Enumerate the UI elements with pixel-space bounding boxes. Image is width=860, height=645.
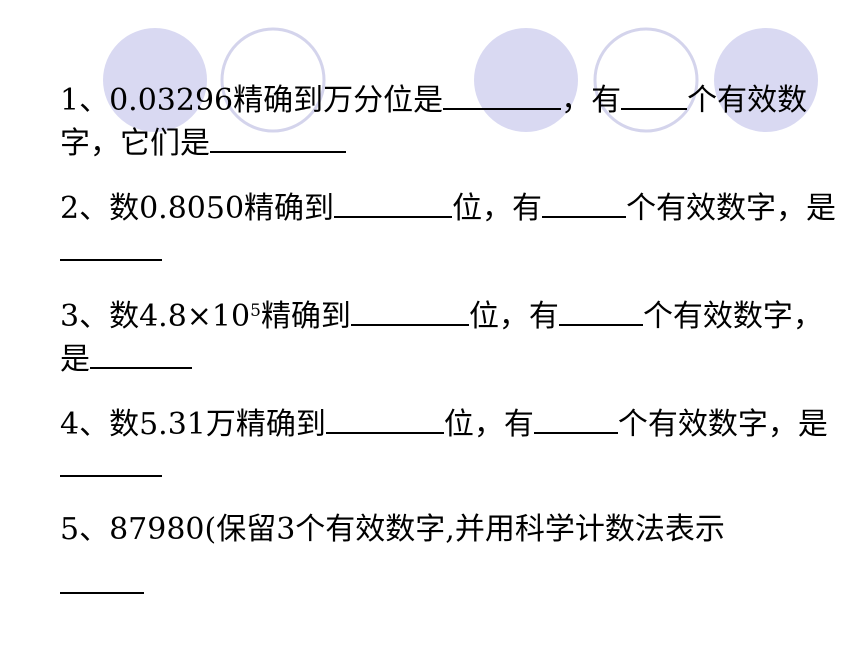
exponent: 5 bbox=[250, 301, 261, 321]
question-4-text-c: 个有效数字，是 bbox=[617, 407, 828, 442]
question-1-text-a: 1、0.03296精确到万分位是 bbox=[60, 83, 444, 118]
answer-blank[interactable] bbox=[210, 121, 346, 153]
question-2-text-b: 位，有 bbox=[452, 191, 543, 226]
question-2: 2、数0.8050精确到 位，有 个有效数字，是 bbox=[60, 186, 840, 272]
question-5-text-a: 5、87980(保留3个有效数字,并用科学计数法表示 bbox=[60, 512, 725, 547]
question-3-text-c: 位，有 bbox=[468, 299, 559, 334]
question-4-text-a: 4、数5.31万精确到 bbox=[60, 407, 326, 442]
answer-blank[interactable] bbox=[621, 78, 688, 110]
answer-blank[interactable] bbox=[90, 337, 192, 369]
question-5: 5、87980(保留3个有效数字,并用科学计数法表示 bbox=[60, 510, 840, 605]
question-4-text-b: 位，有 bbox=[443, 407, 534, 442]
question-3-text-b: 精确到 bbox=[260, 299, 351, 334]
answer-blank[interactable] bbox=[60, 562, 144, 594]
filled-circle-3 bbox=[714, 28, 818, 132]
answer-blank[interactable] bbox=[443, 78, 562, 110]
filled-circle-1 bbox=[103, 28, 207, 132]
question-3-text-d: 个有效数字，是 bbox=[60, 299, 823, 377]
answer-blank[interactable] bbox=[60, 445, 162, 477]
answer-blank[interactable] bbox=[60, 229, 162, 261]
filled-circle-2 bbox=[474, 28, 578, 132]
question-2-text-a: 2、数0.8050精确到 bbox=[60, 191, 335, 226]
question-4: 4、数5.31万精确到 位，有 个有效数字，是 bbox=[60, 402, 840, 488]
answer-blank[interactable] bbox=[325, 402, 444, 434]
answer-blank[interactable] bbox=[542, 186, 627, 218]
question-1-text-b: ，有 bbox=[561, 83, 622, 118]
question-2-text-c: 个有效数字，是 bbox=[626, 191, 837, 226]
answer-blank[interactable] bbox=[558, 294, 643, 326]
answer-blank[interactable] bbox=[533, 402, 618, 434]
question-1-text-c: 个有效数字，它们是 bbox=[60, 83, 808, 161]
question-3-text-a: 3、数4.8×10 bbox=[60, 299, 251, 334]
answer-blank[interactable] bbox=[350, 294, 469, 326]
question-list: 1、0.03296精确到万分位是 ，有个有效数字，它们是 2、数0.8050精确到… bbox=[60, 78, 840, 627]
answer-blank[interactable] bbox=[334, 186, 453, 218]
outline-circle-2 bbox=[593, 27, 699, 133]
question-3: 3、数4.8×105精确到 位，有个有效数字，是 bbox=[60, 294, 840, 380]
decorative-circles bbox=[103, 27, 818, 133]
question-1: 1、0.03296精确到万分位是 ，有个有效数字，它们是 bbox=[60, 78, 840, 164]
outline-circle-1 bbox=[220, 27, 326, 133]
